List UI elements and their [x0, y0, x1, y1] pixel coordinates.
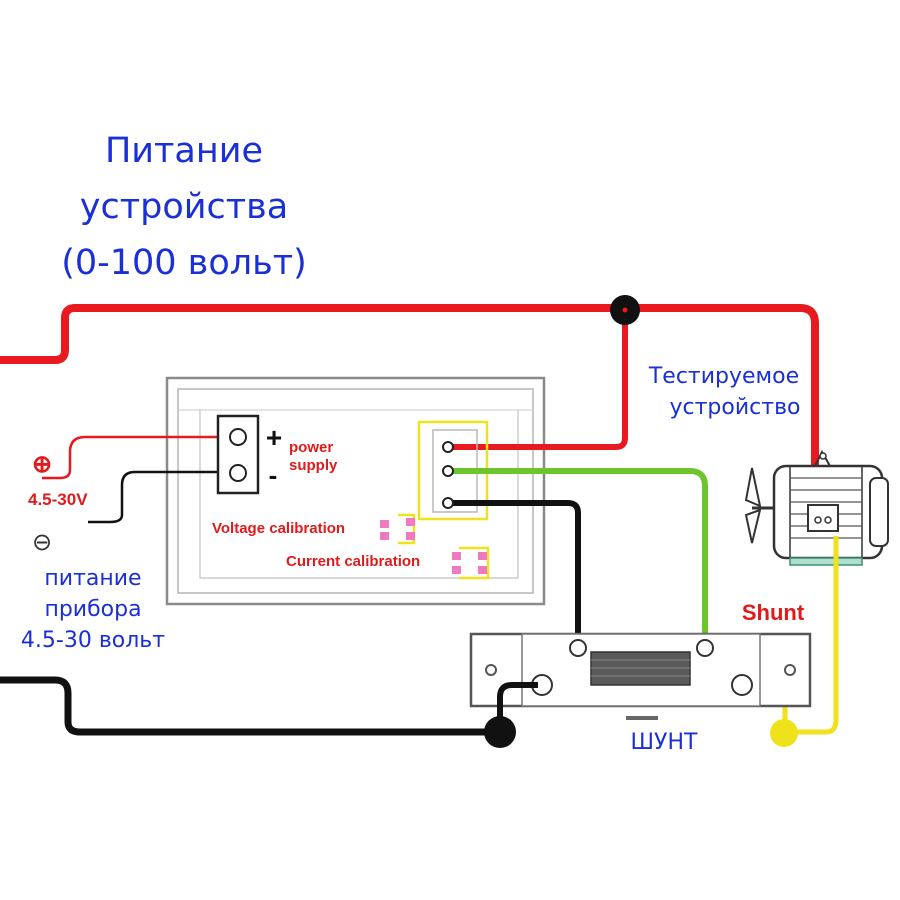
- load-junction: [770, 719, 798, 747]
- device-label-line-1: Тестируемое: [648, 364, 799, 389]
- meter-supply-line-1: питание: [44, 566, 141, 591]
- sense-pin-current: [442, 465, 454, 477]
- sense-pin-ground: [442, 497, 454, 509]
- terminal-minus-sign: -: [269, 460, 278, 490]
- meter-inner-frame: [177, 388, 534, 594]
- meter-voltage-range: 4.5-30V: [28, 490, 88, 509]
- meter-power-positive-wire: [42, 435, 238, 480]
- meter-outer-frame: [165, 376, 546, 606]
- voltage-sense-wire: [448, 308, 628, 450]
- device-return-wire: [785, 536, 839, 735]
- title-line-3: (0-100 вольт): [61, 243, 307, 283]
- voltage-calibration-pads: [380, 513, 416, 545]
- negative-junction: [484, 716, 516, 748]
- plus-symbol: ⊕: [32, 451, 52, 478]
- shunt-label-en: Shunt: [742, 600, 805, 625]
- power-supply-label-1: power: [289, 439, 333, 456]
- device-label-line-2: устройство: [670, 395, 801, 420]
- current-calibration-label: Current calibration: [286, 553, 420, 570]
- voltage-calibration-label: Voltage calibration: [212, 520, 345, 537]
- supply-negative-wire: [0, 676, 500, 736]
- minus-symbol: ⊖: [32, 528, 52, 556]
- sense-pin-voltage: [442, 441, 454, 453]
- terminal-plus-sign: +: [266, 422, 282, 453]
- meter-supply-line-2: прибора: [44, 597, 141, 622]
- motor-device: [744, 449, 889, 566]
- power-terminal-negative: [229, 464, 247, 482]
- meter-power-negative-wire: [88, 470, 238, 524]
- meter-supply-line-3: 4.5-30 вольт: [21, 628, 165, 653]
- current-sense-wire: [448, 468, 708, 645]
- positive-junction-dot: [622, 307, 628, 313]
- title-line-2: устройства: [80, 187, 288, 227]
- current-calibration-pads: [452, 546, 490, 580]
- title-line-1: Питание: [105, 131, 263, 171]
- shunt-mark: [626, 716, 658, 720]
- power-supply-label-2: supply: [289, 457, 338, 474]
- power-terminal-positive: [229, 428, 247, 446]
- shunt-ground-sense-wire: [448, 500, 581, 645]
- shunt-label-ru: ШУНТ: [631, 730, 698, 755]
- shunt-ground-wire: [497, 682, 538, 732]
- meter-panel: [165, 376, 546, 606]
- meter-display-outline: [199, 410, 519, 579]
- shunt: [469, 632, 812, 708]
- supply-positive-wire: [0, 304, 819, 520]
